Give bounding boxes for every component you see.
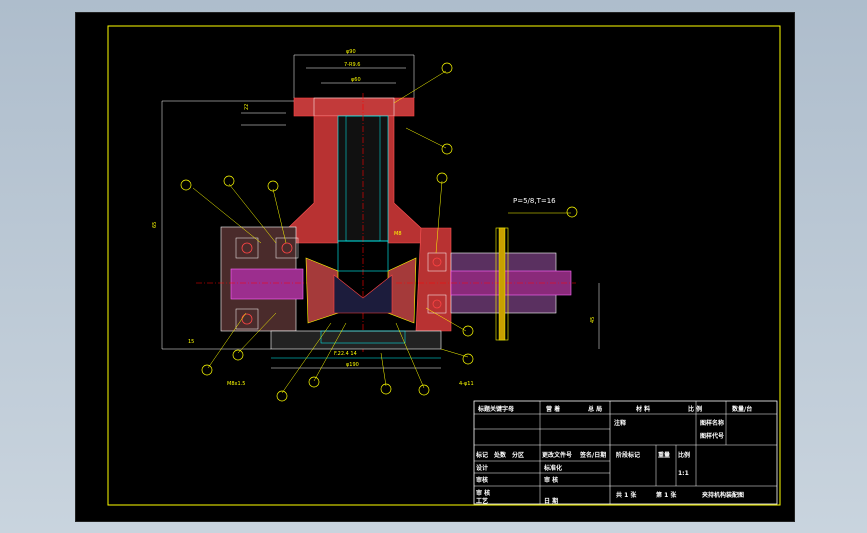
note-label: 注释	[614, 419, 627, 427]
dim-axle-note: M8	[394, 231, 402, 237]
title-row-cell-2: 营 着	[546, 405, 560, 413]
dim-height: 65	[152, 222, 158, 228]
scale-value: 1:1	[678, 470, 689, 477]
left-bearing-housing	[196, 226, 316, 332]
mark-col-mark: 标记	[475, 451, 488, 459]
assembly-drawing: φ90 7-R9.6 φ60 65 22 F.22.4 14 φ190 45 4…	[107, 25, 781, 506]
approve-label: 审 核	[476, 489, 490, 497]
dim-small-left: 15	[188, 339, 194, 345]
part-balloons	[180, 62, 578, 402]
top-flange	[293, 97, 415, 117]
title-block	[473, 400, 778, 505]
dim-bottom-width: φ190	[346, 362, 359, 368]
craft-label: 工艺	[476, 497, 488, 505]
title-row-keyword: 标题关键字母	[477, 405, 514, 413]
drawing-title: 夹持机构装配图	[702, 491, 744, 499]
dim-top-width: φ90	[346, 49, 356, 55]
base-plate	[270, 330, 442, 359]
mark-col-file: 更改文件号	[542, 451, 572, 459]
check-label: 审核	[476, 476, 488, 484]
dim-chamfer: 4-φ11	[459, 381, 474, 387]
bevel-gear-set	[305, 240, 417, 324]
mark-col-sign: 签名/日期	[579, 451, 606, 459]
dim-gap: 22	[244, 104, 250, 110]
drawing-name-label: 图样名称	[700, 419, 724, 427]
title-row-material: 材 料	[635, 405, 650, 413]
title-row-scale: 比 例	[688, 405, 702, 413]
mark-col-zone: 分区	[512, 451, 524, 459]
standard-label: 标准化	[543, 464, 562, 472]
review-label: 审 核	[544, 476, 558, 484]
weight-label: 重量	[658, 451, 670, 459]
dim-bottom-bolt: F.22.4 14	[334, 351, 357, 357]
drawing-sheet: φ90 7-R9.6 φ60 65 22 F.22.4 14 φ190 45 4…	[75, 12, 795, 522]
title-row-cell-3: 总 局	[588, 405, 602, 413]
design-label: 设计	[476, 464, 488, 472]
dim-flange-bolt: 7-R9.6	[344, 62, 360, 68]
mark-col-count: 处数	[493, 451, 507, 459]
sheets-total: 共 1 张	[616, 491, 637, 499]
scale-label: 比例	[678, 451, 690, 459]
drawing-code-label: 图样代号	[700, 432, 724, 440]
stage-label: 阶段标记	[616, 451, 640, 459]
drawing-frame	[107, 25, 781, 506]
leader-lines	[192, 70, 571, 394]
title-row-qty: 数量/台	[732, 405, 752, 413]
right-shaft-assembly	[396, 227, 576, 341]
date-label: 日 期	[544, 497, 558, 505]
gear-spec-note: P=5/8,T=16	[513, 197, 556, 205]
dim-right-height: 45	[590, 317, 596, 323]
sheet-number: 第 1 张	[655, 491, 677, 499]
dim-bore: φ60	[351, 77, 361, 83]
dim-left-mark: M8x1.5	[227, 381, 245, 387]
